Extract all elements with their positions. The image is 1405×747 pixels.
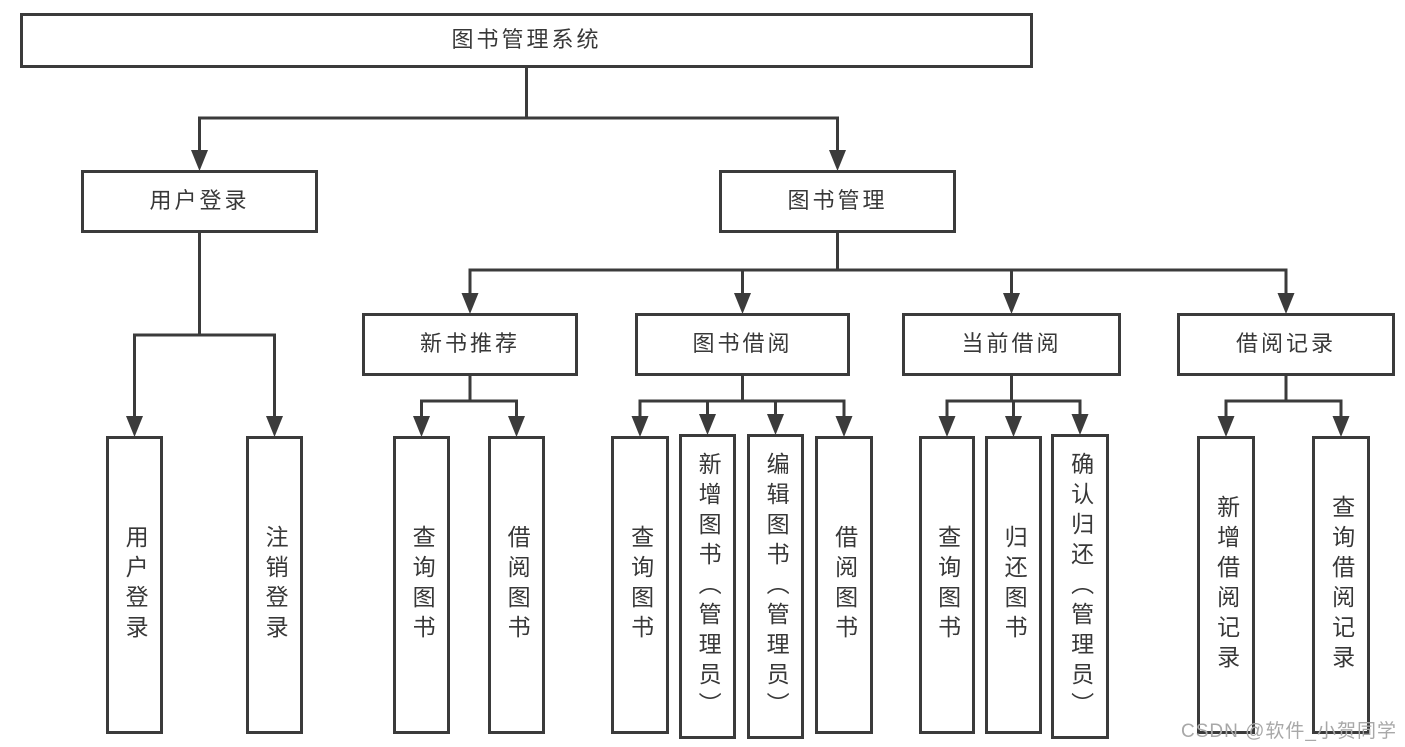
node-leaf-add-book: 新增图书（管理员） — [679, 434, 736, 739]
node-label-new-book-rec: 新书推荐 — [419, 331, 520, 357]
node-root: 图书管理系统 — [20, 13, 1033, 68]
arrowhead-icon — [767, 414, 784, 435]
node-leaf-query-2: 查询图书 — [611, 436, 669, 734]
node-borrow-records: 借阅记录 — [1177, 313, 1395, 376]
node-book-mgmt: 图书管理 — [719, 170, 956, 233]
arrowhead-icon — [631, 416, 649, 437]
node-leaf-borrow-1: 借阅图书 — [488, 436, 545, 734]
watermark-text: CSDN @软件_小贺同学 — [1181, 721, 1397, 742]
node-label-leaf-add-rec: 新增借阅记录 — [1213, 495, 1240, 675]
node-label-leaf-query-2: 查询图书 — [627, 525, 654, 645]
arrowhead-icon — [508, 416, 525, 437]
arrowhead-icon — [1332, 416, 1350, 437]
node-label-leaf-logout: 注销登录 — [262, 525, 289, 645]
node-label-leaf-return: 归还图书 — [1001, 525, 1028, 645]
node-current-borrow: 当前借阅 — [902, 313, 1121, 376]
arrowhead-icon — [1277, 293, 1295, 314]
node-label-leaf-user-login: 用户登录 — [122, 525, 149, 645]
node-label-leaf-borrow-2: 借阅图书 — [831, 525, 858, 645]
arrowhead-icon — [266, 416, 283, 437]
node-label-book-borrow: 图书借阅 — [692, 331, 793, 357]
arrowhead-icon — [413, 416, 430, 437]
arrowhead-icon — [938, 416, 956, 437]
node-leaf-return: 归还图书 — [985, 436, 1042, 734]
node-label-leaf-edit-book: 编辑图书（管理员） — [763, 451, 790, 722]
node-leaf-edit-book: 编辑图书（管理员） — [747, 434, 804, 739]
arrowhead-icon — [1071, 414, 1089, 435]
node-leaf-query-rec: 查询借阅记录 — [1312, 436, 1370, 734]
node-leaf-query-3: 查询图书 — [919, 436, 975, 734]
arrowhead-icon — [829, 150, 846, 171]
node-label-book-mgmt: 图书管理 — [787, 188, 888, 214]
node-label-borrow-records: 借阅记录 — [1235, 331, 1336, 357]
arrowhead-icon — [1005, 416, 1022, 437]
arrowhead-icon — [461, 293, 479, 314]
arrowhead-icon — [191, 150, 208, 171]
arrowhead-icon — [835, 416, 853, 437]
node-label-leaf-query-3: 查询图书 — [934, 525, 961, 645]
arrowhead-icon — [699, 414, 716, 435]
node-new-book-rec: 新书推荐 — [362, 313, 578, 376]
arrowhead-icon — [1003, 293, 1020, 314]
node-label-leaf-add-book: 新增图书（管理员） — [695, 451, 722, 722]
node-label-root: 图书管理系统 — [451, 27, 602, 53]
node-leaf-logout: 注销登录 — [246, 436, 303, 734]
node-leaf-add-rec: 新增借阅记录 — [1197, 436, 1255, 734]
node-label-leaf-query-1: 查询图书 — [409, 525, 436, 645]
arrowhead-icon — [126, 416, 143, 437]
node-leaf-confirm: 确认归还（管理员） — [1051, 434, 1109, 739]
arrowhead-icon — [734, 293, 751, 314]
node-label-leaf-query-rec: 查询借阅记录 — [1328, 495, 1355, 675]
node-user-login: 用户登录 — [81, 170, 318, 233]
node-leaf-borrow-2: 借阅图书 — [815, 436, 873, 734]
node-label-user-login: 用户登录 — [149, 188, 250, 214]
arrowhead-icon — [1217, 416, 1235, 437]
node-label-current-borrow: 当前借阅 — [961, 331, 1062, 357]
node-leaf-query-1: 查询图书 — [393, 436, 450, 734]
node-label-leaf-borrow-1: 借阅图书 — [504, 525, 531, 645]
node-label-leaf-confirm: 确认归还（管理员） — [1067, 451, 1094, 722]
node-book-borrow: 图书借阅 — [635, 313, 850, 376]
node-leaf-user-login: 用户登录 — [106, 436, 163, 734]
